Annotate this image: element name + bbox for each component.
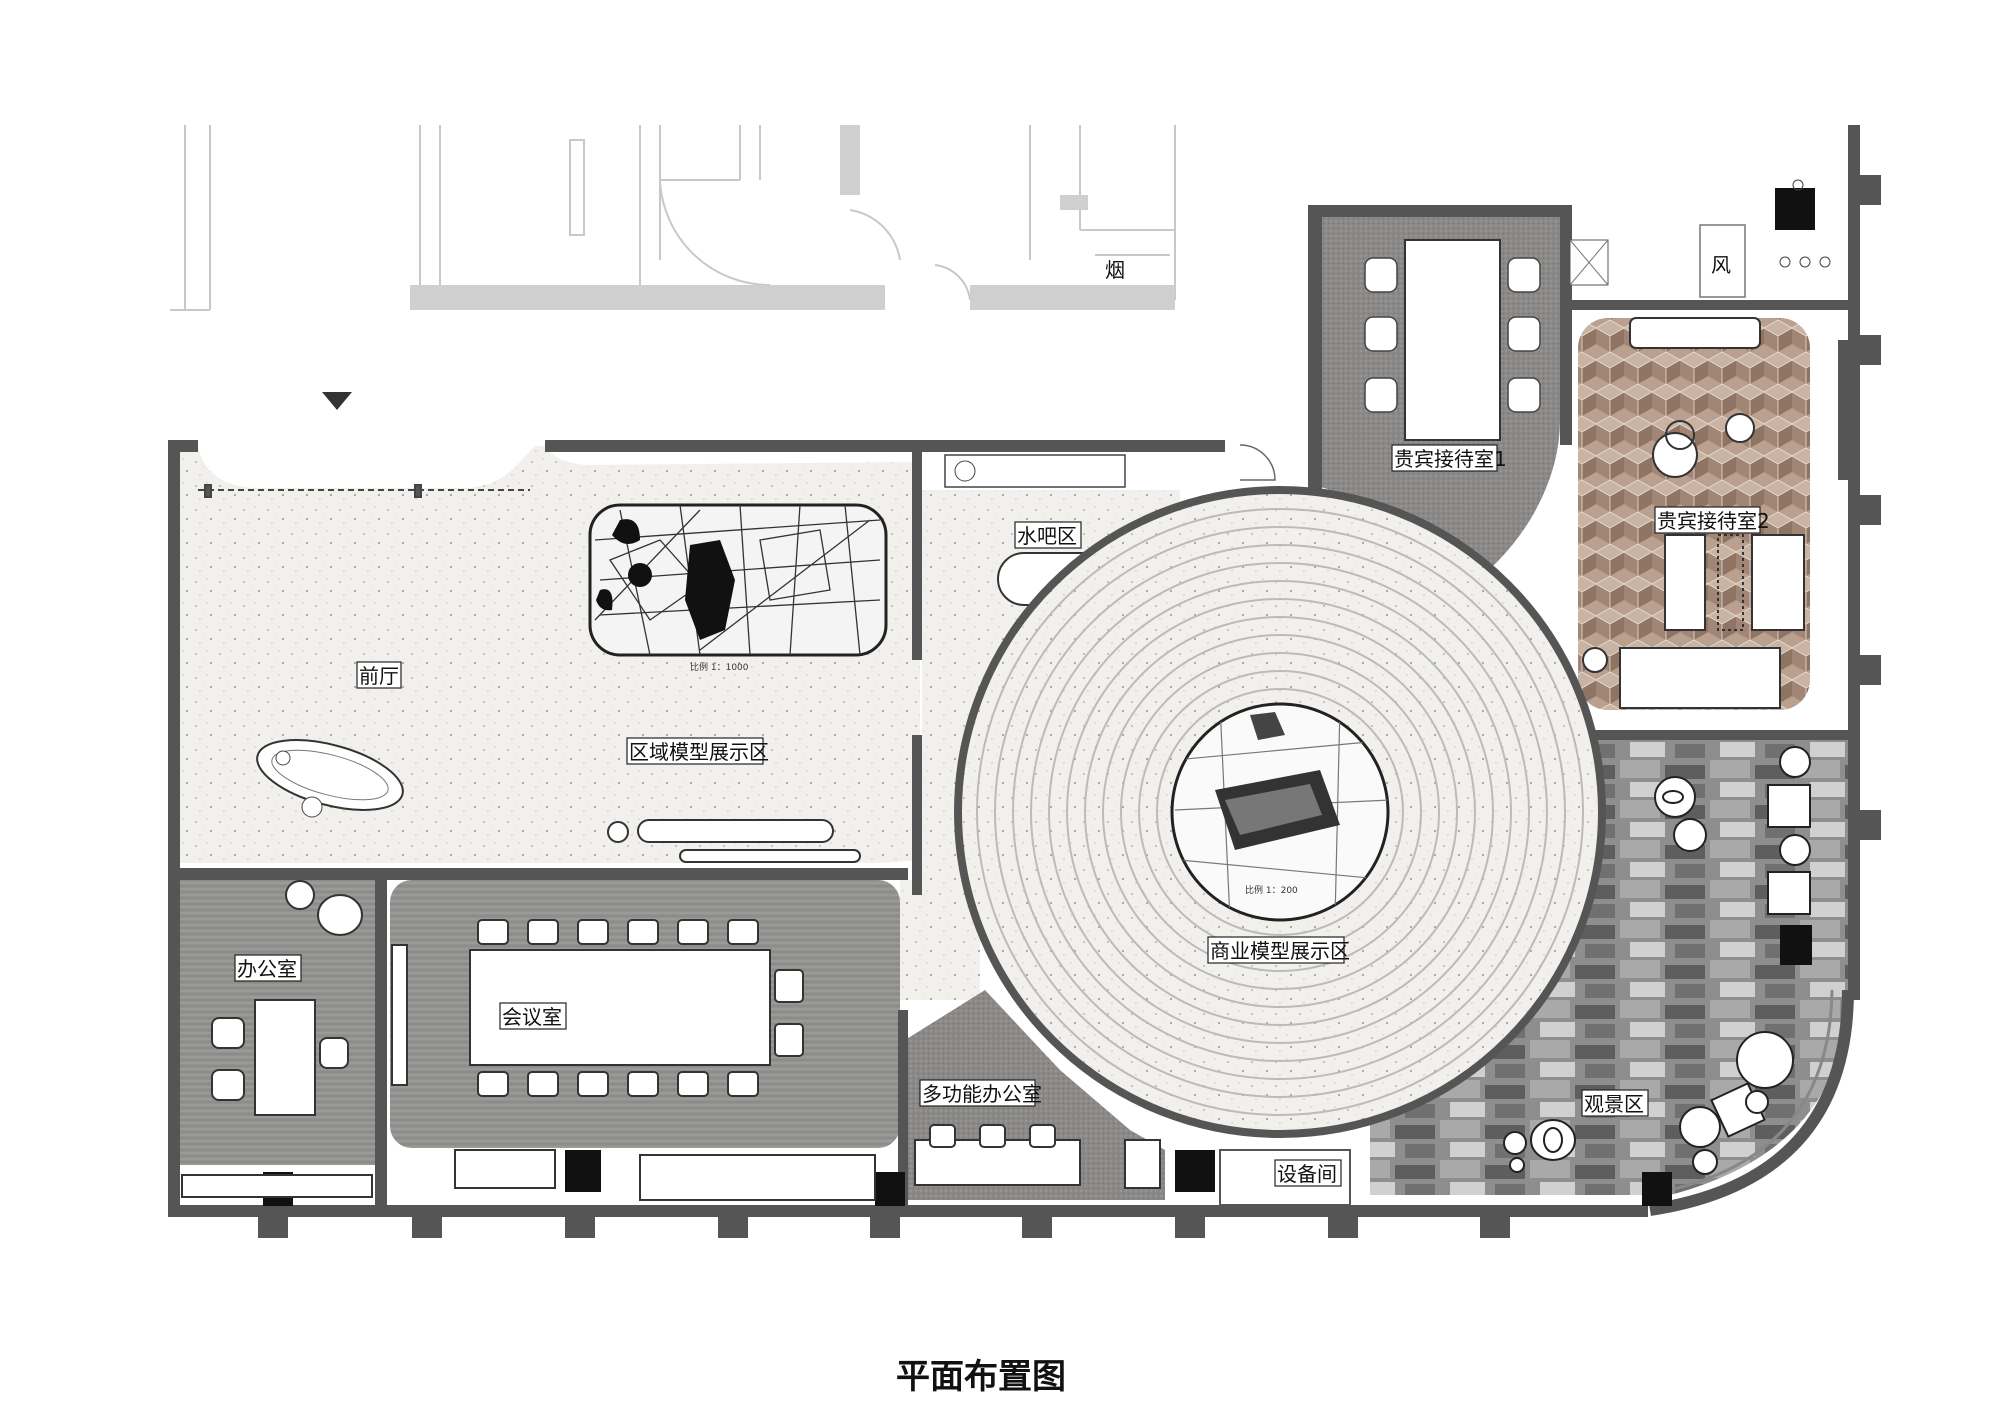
svg-text:贵宾接待室2: 贵宾接待室2 — [1657, 509, 1770, 533]
regional-city-map: 比例 1：1000 — [588, 503, 888, 673]
label-regional-model: 区域模型展示区 — [626, 737, 769, 765]
room-labels: 前厅 区域模型展示区 水吧区 贵宾接待室1 贵宾接待室2 商业模型展示区 办公室 — [234, 444, 1770, 1187]
multi-office-furniture — [914, 1124, 1161, 1189]
svg-text:会议室: 会议室 — [502, 1005, 562, 1029]
walls — [168, 125, 1860, 1217]
label-vip1: 贵宾接待室1 — [1391, 444, 1507, 472]
svg-text:商业模型展示区: 商业模型展示区 — [1210, 939, 1350, 963]
svg-text:前厅: 前厅 — [359, 664, 399, 688]
exterior-corner-wall — [1649, 989, 1854, 1216]
display-benches — [607, 819, 861, 863]
vip1-table-set — [1364, 239, 1609, 441]
existing-building-lines — [170, 125, 1176, 311]
air-shaft-label: 风 — [1711, 253, 1731, 277]
svg-text:多功能办公室: 多功能办公室 — [922, 1082, 1042, 1106]
columns — [258, 175, 1881, 1238]
svg-text:观景区: 观景区 — [1584, 1092, 1644, 1116]
label-office: 办公室 — [234, 954, 302, 982]
reception-desk — [256, 739, 404, 818]
label-equipment: 设备间 — [1274, 1159, 1342, 1187]
viewing-floor — [1370, 740, 1848, 1195]
entrance-doors — [198, 484, 530, 498]
shafts — [263, 188, 1815, 1206]
commercial-model-area: 比例 1：200 — [954, 486, 1606, 1138]
regional-scale-label: 比例 1：1000 — [690, 661, 749, 673]
svg-text:区域模型展示区: 区域模型展示区 — [629, 740, 769, 764]
svg-text:设备间: 设备间 — [1277, 1162, 1337, 1186]
label-commercial-model: 商业模型展示区 — [1207, 936, 1350, 964]
existing-wall-bands — [410, 125, 1175, 310]
water-bar-door — [1239, 444, 1276, 481]
entrance-arrow-icon — [322, 392, 352, 410]
label-water-bar: 水吧区 — [1014, 521, 1082, 549]
drawing-caption: 平面布置图 — [896, 1357, 1066, 1397]
svg-text:办公室: 办公室 — [237, 957, 297, 981]
svg-text:水吧区: 水吧区 — [1017, 524, 1077, 548]
viewing-furniture — [1503, 746, 1811, 1175]
office-furniture — [181, 880, 373, 1198]
air-shaft: 风 — [1699, 179, 1831, 298]
vip2-furniture — [1582, 317, 1805, 709]
label-vip2: 贵宾接待室2 — [1654, 506, 1770, 534]
svg-text:贵宾接待室1: 贵宾接待室1 — [1394, 447, 1507, 471]
smoke-shaft-label: 烟 — [1105, 258, 1125, 282]
label-lobby: 前厅 — [356, 661, 402, 689]
commercial-scale-label: 比例 1：200 — [1245, 884, 1298, 896]
corner-glazing — [1654, 989, 1834, 1195]
label-viewing: 观景区 — [1581, 1089, 1649, 1117]
label-multi-office: 多功能办公室 — [919, 1079, 1042, 1107]
label-meeting: 会议室 — [499, 1002, 567, 1030]
